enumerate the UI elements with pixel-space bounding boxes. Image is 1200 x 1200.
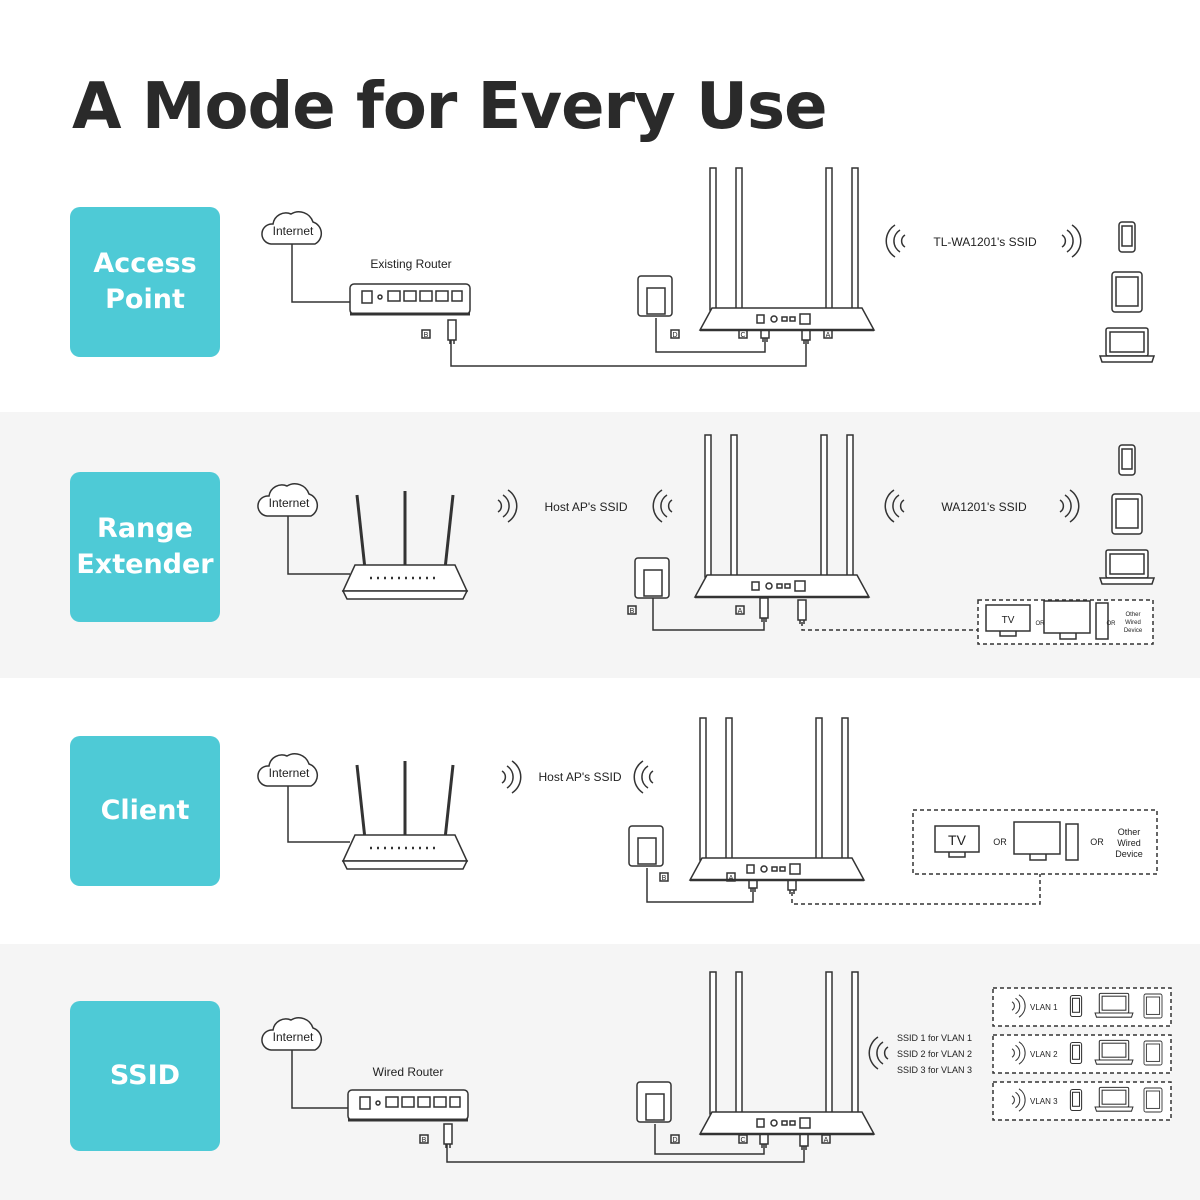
desktop-pc-icon [1043,600,1109,640]
laptop-icon [1094,992,1134,1018]
tablet-icon [1111,493,1143,535]
ap-ssid-label: TL-WA1201's SSID [933,235,1037,249]
wired-router-icon [346,1088,470,1122]
vlan3-label: VLAN 3 [1030,1097,1058,1106]
page-title: A Mode for Every Use [72,70,827,144]
tl-wa1201-icon [698,166,876,332]
port-label: B [630,608,635,615]
wired-label: Wired [1117,838,1141,848]
phone-icon [1069,1041,1083,1065]
existing-router-icon [348,282,472,316]
internet-label: Internet [273,224,314,238]
port-label: A [729,875,734,882]
port-label: A [826,332,831,339]
tablet-icon [1111,271,1143,313]
internet-label: Internet [273,1030,314,1044]
port-label: D [672,332,677,339]
or-label: OR [1107,621,1117,627]
laptop-icon [1094,1086,1134,1112]
phone-icon [1069,994,1083,1018]
power-outlet-icon [636,1081,672,1123]
mode-badge-client: Client [70,736,220,886]
tl-wa1201-icon [698,970,876,1136]
tv-label: TV [948,832,967,848]
wifi-waves-icon [497,489,518,523]
port-label: C [740,1137,745,1144]
client-diagram [257,716,1158,905]
wifi-waves-icon [884,489,905,523]
vlan1-label: VLAN 1 [1030,1003,1058,1012]
port-label: D [672,1137,677,1144]
wifi-waves-icon [501,760,522,794]
host-router-icon [341,489,469,601]
tl-wa1201-icon [688,716,866,882]
wifi-waves-icon [1061,224,1082,258]
existing-router-label: Existing Router [370,257,451,271]
tv-label: TV [1002,615,1015,626]
port-label: B [662,875,667,882]
mode-label: Client [100,795,190,826]
power-outlet-icon [637,275,673,317]
port-label: A [824,1137,829,1144]
port-label: B [422,1137,427,1144]
ssid1-label: SSID 1 for VLAN 1 [897,1033,972,1043]
range-extender-diagram [257,433,1155,645]
mode-label: Range Extender [76,513,214,580]
host-ap-ssid-label: Host AP's SSID [539,770,622,784]
access-point-diagram [261,166,1155,367]
phone-icon [1118,444,1136,476]
mode-badge-range-extender: Range Extender [70,472,220,622]
ssid3-label: SSID 3 for VLAN 3 [897,1065,972,1075]
or-label: OR [1090,837,1104,847]
host-ap-ssid-label: Host AP's SSID [545,500,628,514]
wifi-waves-icon [868,1036,889,1070]
power-outlet-icon [628,825,664,867]
internet-label: Internet [269,766,310,780]
laptop-icon [1099,327,1155,363]
mode-label: Access Point [93,248,197,315]
wifi-waves-icon [633,760,654,794]
tablet-icon [1143,993,1163,1019]
port-label: C [740,332,745,339]
wifi-waves-icon [652,489,673,523]
mode-badge-access-point: Access Point [70,207,220,357]
other-label: Other [1125,612,1140,618]
port-label: B [424,332,429,339]
wired-router-label: Wired Router [373,1065,444,1079]
mode-badge-ssid: SSID [70,1001,220,1151]
device-label: Device [1115,849,1143,859]
ssid2-label: SSID 2 for VLAN 2 [897,1049,972,1059]
other-label: Other [1118,827,1141,837]
port-label: A [738,608,743,615]
phone-icon [1069,1088,1083,1112]
ssid-diagram [261,970,1172,1163]
device-label: Device [1124,628,1143,634]
wifi-waves-icon [885,224,906,258]
or-label: OR [1036,621,1046,627]
power-outlet-icon [634,557,670,599]
desktop-pc-icon [1013,821,1079,861]
wa-ssid-label: WA1201's SSID [941,500,1027,514]
tablet-icon [1143,1087,1163,1113]
internet-label: Internet [269,496,310,510]
or-label: OR [993,837,1007,847]
wired-label: Wired [1125,620,1141,626]
phone-icon [1118,221,1136,253]
laptop-icon [1099,549,1155,585]
wifi-waves-icon [1059,489,1080,523]
mode-label: SSID [109,1060,181,1091]
vlan2-label: VLAN 2 [1030,1050,1058,1059]
laptop-icon [1094,1039,1134,1065]
tablet-icon [1143,1040,1163,1066]
tl-wa1201-icon [693,433,871,599]
host-router-icon [341,759,469,871]
